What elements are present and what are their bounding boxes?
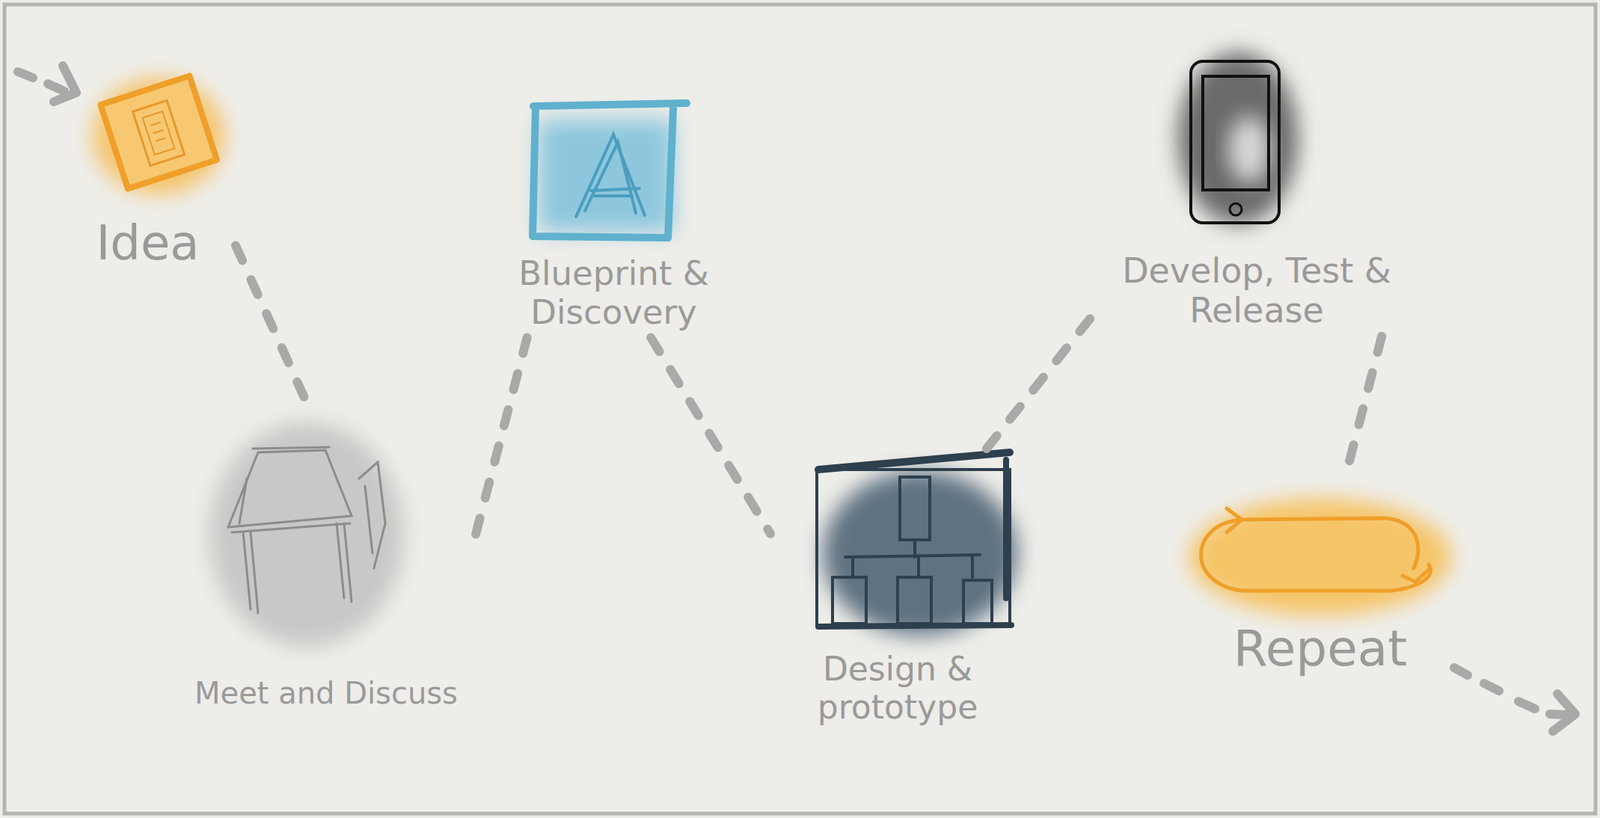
blueprint-icon	[532, 103, 687, 238]
develop-node: Develop, Test & Release	[1092, 45, 1422, 337]
dashed-connector	[650, 338, 771, 535]
repeat-icon	[1189, 498, 1452, 616]
step-label: Design & prototype	[798, 650, 997, 727]
idea-node: Idea	[59, 66, 236, 278]
meet-node: Meet and Discuss	[176, 412, 476, 717]
connector-line	[986, 316, 1093, 449]
step-label: Repeat	[1233, 620, 1408, 678]
step-label: Idea	[95, 216, 199, 272]
blueprint-node: Blueprint & Discovery	[489, 97, 738, 339]
connector-line	[650, 338, 771, 535]
design-node: Design & prototype	[770, 448, 1025, 733]
dashed-connector	[1344, 336, 1382, 479]
connector-line	[475, 338, 528, 535]
connector-line	[1344, 336, 1382, 479]
idea-icon	[92, 75, 225, 195]
dashed-connector	[986, 316, 1093, 449]
flow-ends	[17, 65, 1576, 732]
dashed-connector	[475, 338, 528, 535]
connector-line	[235, 245, 312, 413]
org-chart-icon	[816, 452, 1018, 636]
frame	[4, 4, 1596, 814]
drafting-table-icon	[209, 422, 404, 648]
repeat-node: Repeat	[1196, 478, 1444, 684]
step-label: Develop, Test & Release	[1101, 251, 1412, 331]
phone-icon	[1178, 52, 1298, 225]
dashed-connector	[235, 245, 312, 413]
step-label: Blueprint & Discovery	[495, 254, 732, 333]
step-label: Meet and Discuss	[194, 676, 458, 711]
